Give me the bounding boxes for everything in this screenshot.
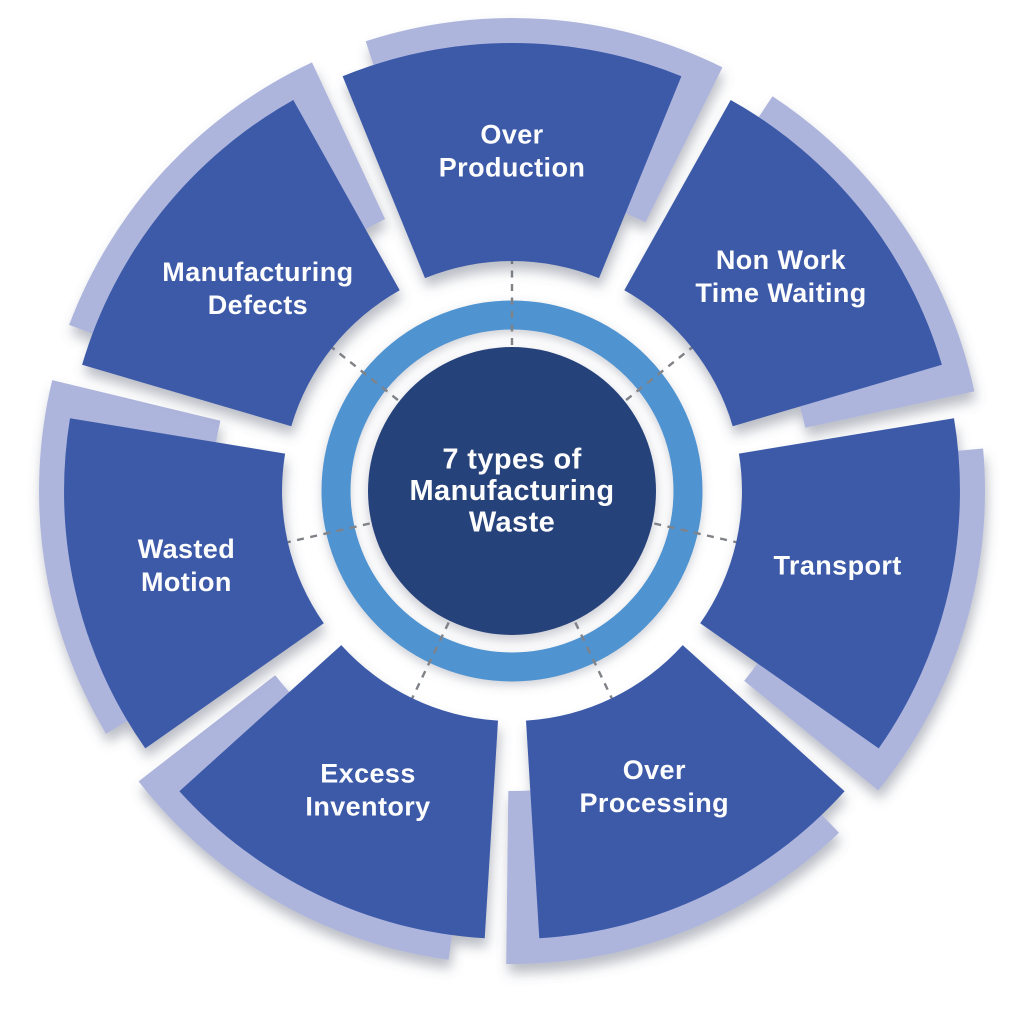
segment-group-over-processing: [506, 645, 845, 965]
segment-group-non-work-time-waiting: [624, 96, 975, 428]
segment-non-work-time-waiting: [624, 100, 942, 427]
segment-transport: [700, 418, 960, 749]
center-title-line-3: Waste: [469, 507, 555, 539]
segment-wasted-motion-label-line-2: Motion: [141, 567, 232, 597]
segment-group-wasted-motion: [39, 380, 324, 749]
segment-group-transport: [700, 418, 986, 791]
dashed-tick-wasted-motion: [281, 522, 370, 545]
dashed-tick-manufacturing-defects: [326, 342, 399, 401]
segment-over-processing: [526, 645, 845, 939]
segment-over-production-label-line-2: Production: [439, 153, 586, 183]
dashed-tick-over-processing: [574, 621, 616, 705]
segment-excess-inventory-label-line-2: Inventory: [305, 792, 430, 822]
segment-wasted-motion: [64, 418, 324, 749]
segment-wasted-motion-label-line-1: Wasted: [138, 534, 235, 564]
segment-excess-inventory: [179, 645, 498, 939]
segment-manufacturing-defects-label-line-2: Defects: [208, 290, 308, 320]
segment-group-manufacturing-defects: [69, 62, 400, 427]
segment-over-processing-label-line-1: Over: [623, 755, 686, 785]
segment-non-work-time-waiting-label-line-2: Time Waiting: [695, 278, 866, 308]
segment-manufacturing-defects-label-line-1: Manufacturing: [162, 257, 353, 287]
segment-over-processing-label-line-2: Processing: [580, 788, 730, 818]
dashed-tick-transport: [654, 522, 743, 545]
segment-excess-inventory-label-line-1: Excess: [320, 759, 416, 789]
segment-non-work-time-waiting-label-line-1: Non Work: [716, 245, 847, 275]
center-title-line-1: 7 types of: [442, 444, 581, 476]
center-title-line-2: Manufacturing: [410, 475, 615, 507]
segment-over-production-label-line-1: Over: [480, 120, 543, 150]
center-circle: [368, 347, 656, 635]
segment-group-over-production: [342, 18, 723, 279]
dashed-tick-non-work-time-waiting: [625, 342, 698, 401]
segment-manufacturing-defects: [82, 100, 400, 427]
dashed-tick-excess-inventory: [408, 621, 450, 705]
segment-over-production: [342, 43, 682, 279]
segment-transport-label-line-1: Transport: [774, 550, 902, 580]
segment-group-excess-inventory: [138, 645, 498, 960]
